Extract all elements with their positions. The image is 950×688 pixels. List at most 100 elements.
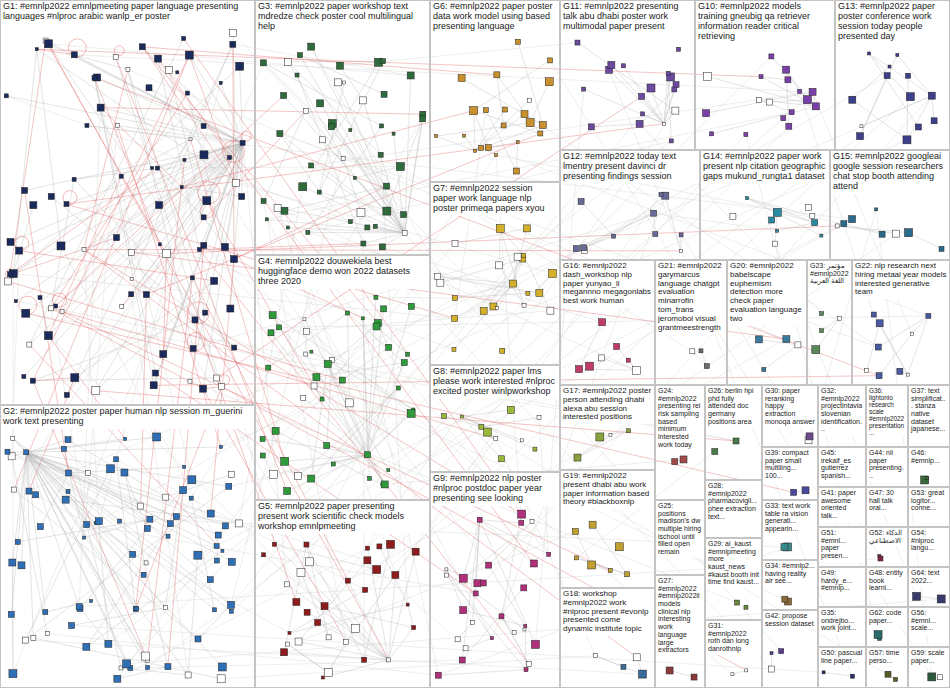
graph-vertex <box>499 614 504 619</box>
graph-vertex <box>507 406 514 413</box>
graph-link <box>188 555 198 675</box>
graph-link <box>367 135 745 549</box>
graph-vertex <box>407 409 415 417</box>
graph-vertex <box>548 58 553 63</box>
graph-vertex <box>48 193 54 199</box>
graph-link <box>761 77 788 80</box>
graph-vertex <box>599 319 606 326</box>
graph-vertex <box>680 456 687 463</box>
graph-vertex <box>496 224 504 232</box>
graph-vertex <box>281 93 287 99</box>
graph-vertex <box>463 134 466 137</box>
graph-link <box>6 96 242 143</box>
graph-link <box>475 110 505 151</box>
group-panel: G42: propose session dataset <box>762 610 818 688</box>
graph-link <box>37 49 61 246</box>
graph-vertex <box>146 85 152 91</box>
graph-link <box>25 143 243 191</box>
graph-vertex <box>134 607 138 611</box>
graph-vertex <box>4 94 8 98</box>
graph-vertex <box>735 600 740 605</box>
graph-vertex <box>523 628 526 631</box>
graph-vertex <box>896 54 899 57</box>
graph-vertex <box>910 332 913 335</box>
graph-vertex <box>8 611 14 617</box>
graph-link <box>128 69 798 344</box>
graph-vertex <box>779 649 784 654</box>
graph-link <box>26 452 140 506</box>
graph-vertex <box>260 60 266 66</box>
graph-link <box>319 82 344 192</box>
graph-vertex <box>147 516 153 522</box>
graph-vertex <box>72 177 76 181</box>
graph-link <box>530 82 549 123</box>
graph-vertex <box>367 476 371 480</box>
graph-vertex <box>875 208 878 211</box>
graph-vertex <box>297 53 302 58</box>
group-header: G39: compact paper small multiling... 10… <box>763 448 817 482</box>
graph-link <box>168 245 204 666</box>
graph-link <box>480 520 522 523</box>
graph-vertex <box>766 99 772 105</box>
graph-vertex <box>885 671 891 677</box>
graph-vertex <box>222 523 228 529</box>
graph-vertex <box>185 51 193 59</box>
graph-link <box>221 140 907 447</box>
graph-vertex <box>596 433 604 441</box>
graph-vertex <box>460 607 467 614</box>
graph-vertex <box>704 364 709 369</box>
graph-vertex <box>7 238 14 245</box>
group-header: G24: #emnlp2022 presenting rei risk samp… <box>656 386 704 451</box>
graph-link <box>268 313 347 368</box>
self-loop <box>222 140 244 162</box>
graph-vertex <box>513 168 519 174</box>
graph-link <box>576 558 627 574</box>
self-loop <box>187 332 205 350</box>
graph-vertex <box>374 295 378 299</box>
graph-vertex <box>297 569 305 577</box>
graph-vertex <box>673 82 679 88</box>
graph-vertex <box>229 609 233 613</box>
graph-vertex <box>820 312 824 316</box>
graph-vertex <box>744 605 748 609</box>
graph-vertex <box>378 152 383 157</box>
graph-vertex <box>336 62 343 69</box>
graph-link <box>204 217 234 259</box>
graph-vertex <box>586 362 594 370</box>
graph-vertex <box>458 75 465 82</box>
graph-vertex <box>62 446 67 451</box>
graph-link <box>192 278 348 581</box>
group-header: G11: #emnlp2022 presenting talk abu dhab… <box>561 1 694 34</box>
graph-vertex <box>490 637 493 640</box>
group-header: G45: irekaif_es gutierrez spanish... <box>819 448 865 482</box>
graph-vertex <box>218 663 226 671</box>
graph-vertex <box>269 470 277 478</box>
self-loops <box>5 39 251 385</box>
graph-vertex <box>303 318 306 321</box>
graph-link <box>160 244 454 349</box>
graph-vertex <box>381 481 388 488</box>
group-header: G16: #emnlp2022 dash_workshop nlp paper … <box>561 261 654 308</box>
graph-vertex <box>913 592 921 600</box>
graph-link <box>438 276 540 293</box>
graph-vertex <box>460 415 463 418</box>
group-panel: G37: text simplificat... stanza native d… <box>908 385 950 447</box>
graph-link <box>907 76 908 140</box>
graph-link <box>10 168 158 274</box>
graph-vertex <box>785 77 791 83</box>
graph-vertex <box>769 54 774 59</box>
graph-vertex <box>320 137 326 143</box>
graph-vertex <box>22 187 28 193</box>
graph-vertex <box>860 125 863 128</box>
graph-vertex <box>213 375 219 381</box>
group-header: G26: berlin hpi phd fully attended doc g… <box>706 386 761 427</box>
graph-vertex <box>133 606 138 611</box>
graph-vertex <box>345 399 353 407</box>
group-panel: G53: great logitor... conne... <box>908 487 950 527</box>
graph-vertex <box>304 609 310 615</box>
graph-vertex <box>30 202 37 209</box>
graph-vertex <box>188 379 192 383</box>
graph-vertex <box>239 194 245 200</box>
graph-vertex <box>299 183 307 191</box>
graph-link <box>869 53 910 96</box>
